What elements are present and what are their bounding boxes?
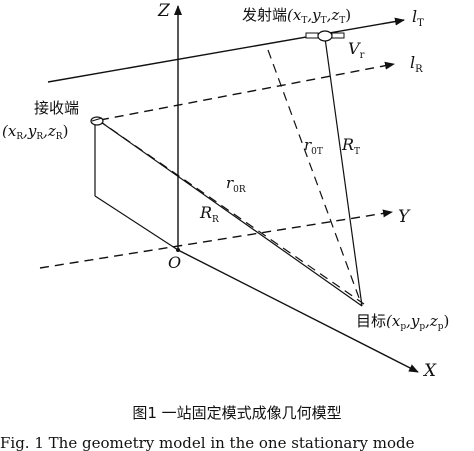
r0r-label: r0R	[226, 174, 246, 195]
receiver-antenna-icon	[90, 116, 104, 126]
lt-label: lT	[412, 7, 424, 29]
transmitter-satellite-icon	[305, 30, 345, 42]
transmitter-track	[47, 17, 405, 83]
rr-label: RR	[199, 203, 219, 225]
r0t-line	[267, 49, 363, 307]
rt-line	[324, 37, 363, 307]
caption-cn: 图1 一站固定模式成像几何模型	[132, 404, 341, 422]
y-axis-label: Y	[398, 207, 411, 227]
origin-point	[176, 248, 180, 252]
z-axis-label: Z	[157, 1, 171, 21]
rt-label: RT	[341, 135, 360, 157]
origin-label: O	[168, 253, 181, 272]
target-label: 目标(xp,yp,zp)	[356, 312, 449, 332]
transmitter-label: 发射端(xT,yT,zT)	[242, 6, 351, 26]
receiver-track	[99, 61, 395, 121]
x-axis-label: X	[422, 361, 437, 381]
receiver-label: 接收端	[34, 99, 79, 117]
vr-label: Vr	[348, 39, 365, 61]
lr-label: lR	[410, 53, 423, 75]
receiver-ground-line	[94, 195, 179, 251]
r0t-label: r0T	[304, 136, 323, 157]
caption-en: Fig. 1 The geometry model in the one sta…	[0, 434, 415, 451]
x-axis	[177, 249, 419, 373]
receiver-coords: (xR,yR,zR)	[2, 122, 68, 142]
rr-line	[97, 119, 363, 307]
